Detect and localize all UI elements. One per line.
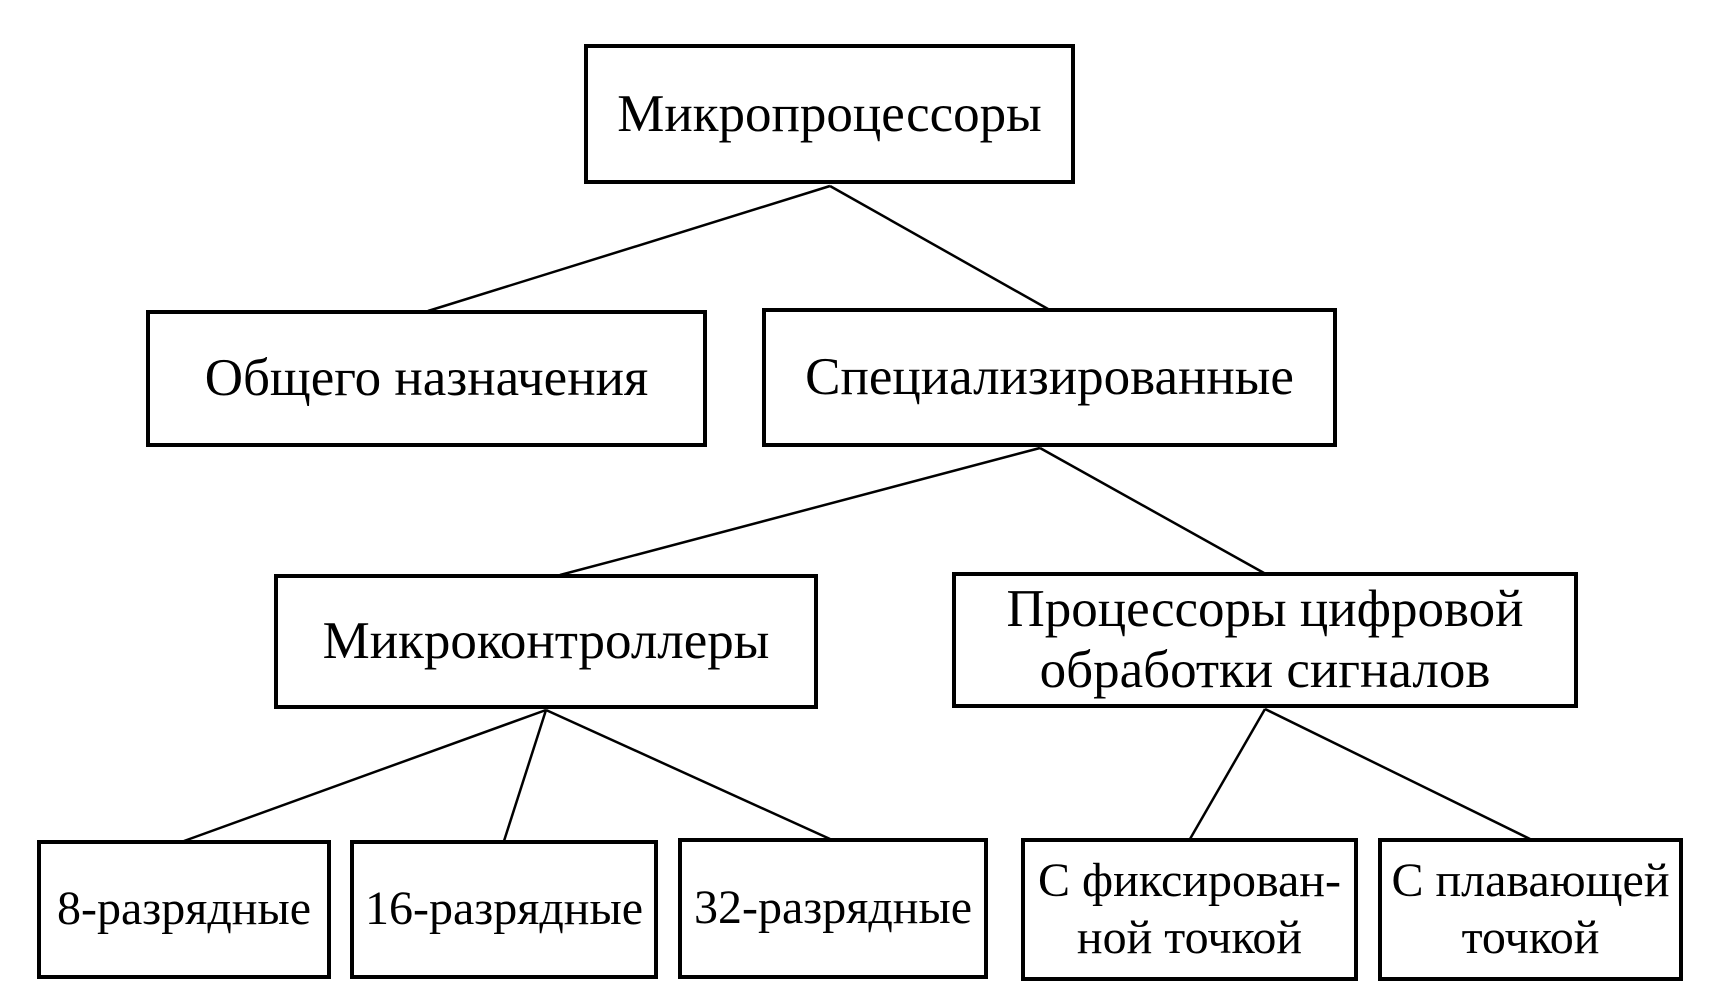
node-fixed-point: С фиксирован- ной точкой xyxy=(1021,838,1358,981)
node-32-bit: 32-разрядные xyxy=(678,838,988,979)
node-floating-point: С плавающей точкой xyxy=(1378,838,1683,981)
node-32-bit-label: 32-разрядные xyxy=(694,881,972,935)
node-microcontrollers: Микроконтроллеры xyxy=(274,574,818,709)
node-16-bit-label: 16-разрядные xyxy=(365,882,643,936)
connector-root-specialized xyxy=(829,184,1049,311)
node-microprocessors: Микропроцессоры xyxy=(584,44,1075,184)
node-microprocessors-label: Микропроцессоры xyxy=(617,84,1042,143)
node-floating-point-label: С плавающей точкой xyxy=(1391,853,1670,964)
connector-dsp-floating-point xyxy=(1264,707,1531,841)
connector-microcontrollers-bit8 xyxy=(183,708,547,843)
node-8-bit: 8-разрядные xyxy=(37,840,331,979)
connector-specialized-dsp xyxy=(1039,446,1265,575)
node-8-bit-label: 8-разрядные xyxy=(57,882,311,936)
connector-dsp-fixed-point xyxy=(1188,708,1267,840)
connector-root-general xyxy=(427,184,831,313)
node-digital-signal-processors: Процессоры цифровой обработки сигналов xyxy=(952,572,1578,708)
connector-microcontrollers-bit16 xyxy=(502,709,548,842)
node-microcontrollers-label: Микроконтроллеры xyxy=(322,612,770,671)
node-fixed-point-label: С фиксирован- ной точкой xyxy=(1038,853,1341,964)
connector-specialized-microcontrollers xyxy=(559,446,1041,577)
node-specialized-label: Специализированные xyxy=(805,348,1294,407)
node-general-purpose: Общего назначения xyxy=(146,310,707,447)
connector-microcontrollers-bit32 xyxy=(545,708,831,841)
node-specialized: Специализированные xyxy=(762,308,1337,447)
node-16-bit: 16-разрядные xyxy=(350,840,658,979)
node-digital-signal-processors-label: Процессоры цифровой обработки сигналов xyxy=(1006,580,1524,699)
node-general-purpose-label: Общего назначения xyxy=(204,349,649,408)
